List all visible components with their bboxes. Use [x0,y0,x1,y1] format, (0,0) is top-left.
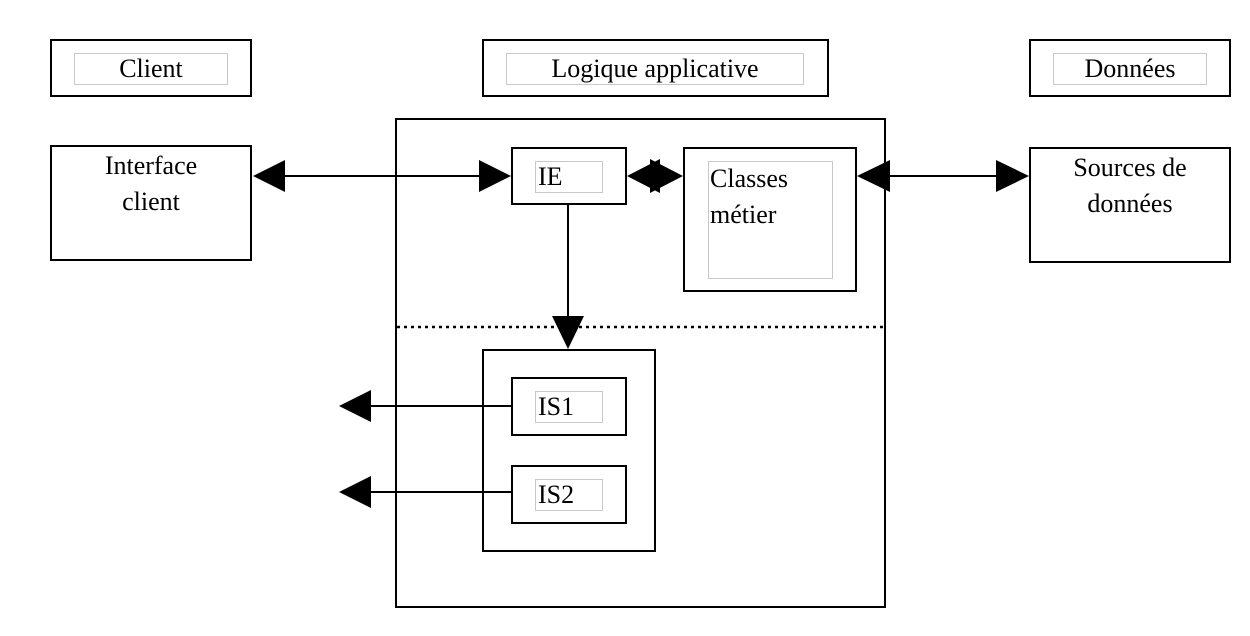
classes-metier-textbox: Classes métier [708,161,833,279]
arrowhead-right-icon [479,160,511,192]
ie-textbox: IE [535,161,603,193]
header-logic-textbox: Logique applicative [506,53,804,85]
is1-label: IS1 [538,392,575,421]
classes-metier-line2: métier [710,200,777,229]
is1-textbox: IS1 [535,391,603,423]
arrowhead-down-icon [552,316,584,349]
header-logic: Logique applicative [482,39,829,97]
arrowhead-left-icon [253,160,285,192]
header-data-textbox: Données [1053,53,1207,85]
header-data-label: Données [1084,54,1176,83]
classes-metier-line1: Classes [710,164,788,193]
header-data: Données [1029,39,1231,97]
header-client-textbox: Client [74,53,228,85]
logic-container [395,118,886,608]
interface-client-line2: client [122,187,180,216]
arrowhead-left-icon [857,160,890,192]
sources-box: Sources de données [1029,147,1231,263]
classes-metier-box: Classes métier [683,147,857,292]
is1-box: IS1 [511,377,627,436]
interface-client-box: Interface client [50,145,252,261]
is2-box: IS2 [511,465,627,524]
arrowhead-left-icon [339,390,371,422]
is2-label: IS2 [538,480,575,509]
sources-line2: données [1087,189,1173,218]
ie-label: IE [538,162,563,191]
header-logic-label: Logique applicative [551,54,759,83]
arrowhead-right-icon [650,159,683,193]
arrowhead-right-icon [996,160,1029,192]
is2-textbox: IS2 [535,479,603,511]
arrowhead-left-icon [339,476,371,508]
ie-box: IE [511,147,627,205]
sources-line1: Sources de [1073,153,1187,182]
header-client: Client [50,39,252,97]
header-client-label: Client [119,54,183,83]
interface-client-line1: Interface [104,151,198,180]
